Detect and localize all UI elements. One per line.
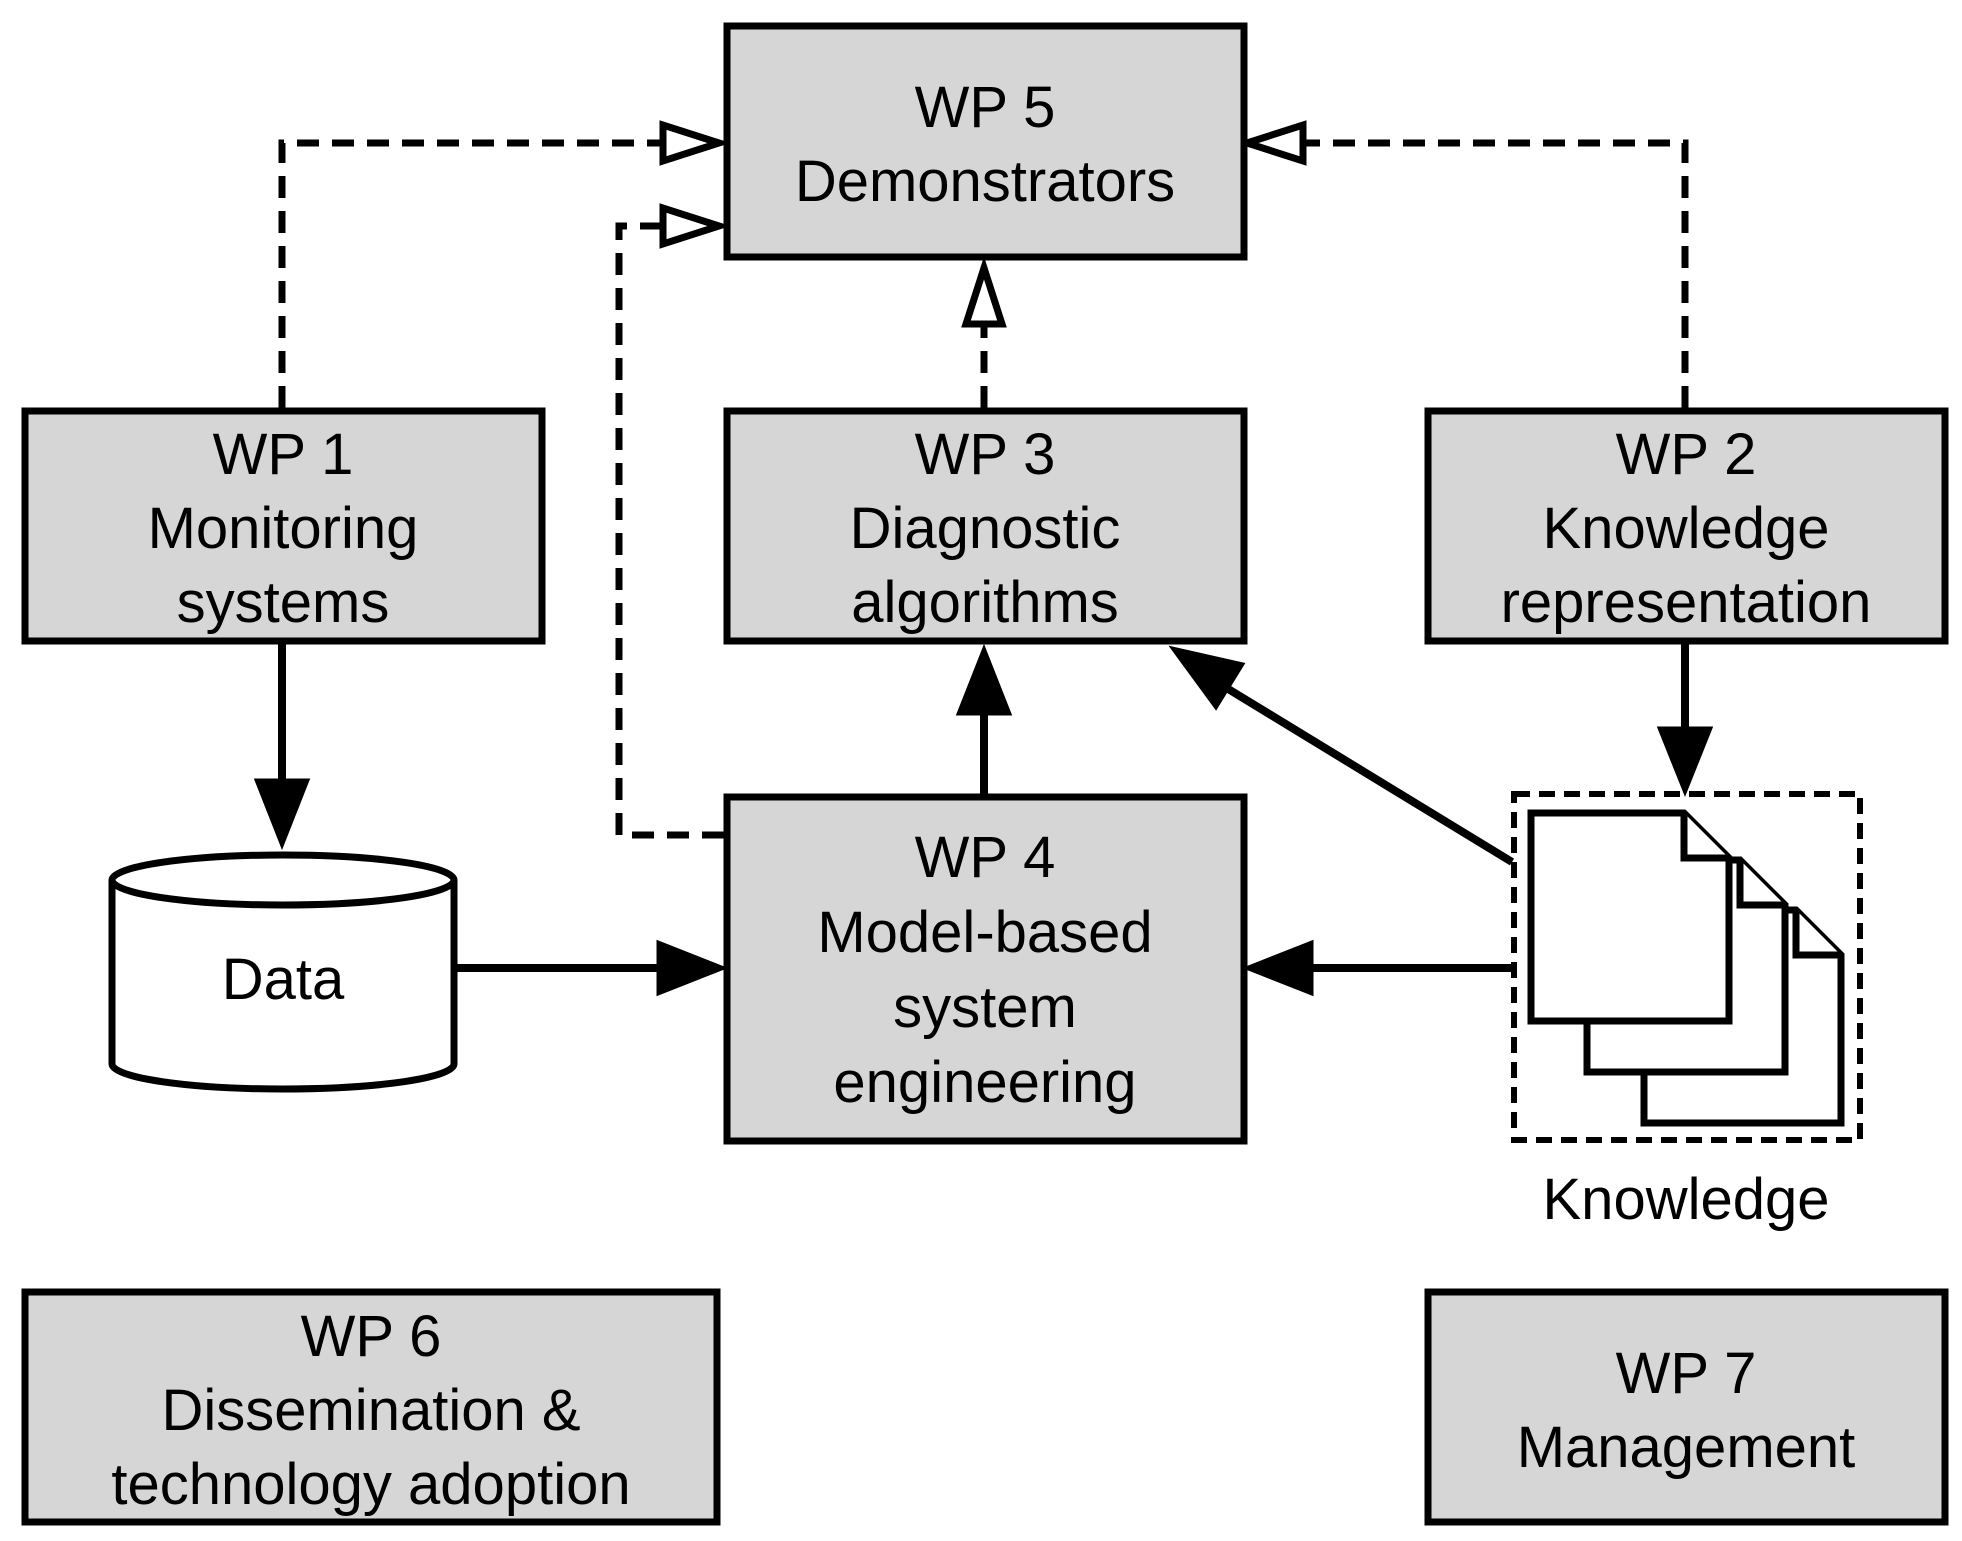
wp2-id: WP 2	[1616, 422, 1757, 487]
node-wp3: WP 3 Diagnostic algorithms	[723, 407, 1248, 645]
wp4-title-line2: system	[893, 975, 1077, 1040]
wp4-id: WP 4	[915, 825, 1056, 890]
arrowhead-wp2-knowledge	[1656, 726, 1714, 798]
arrowhead-wp1-wp5	[659, 120, 731, 166]
wp3-title-line2: algorithms	[851, 570, 1119, 635]
wp6-title-line2: technology adoption	[111, 1452, 630, 1517]
wp1-id: WP 1	[213, 422, 354, 487]
arrowhead-wp3-wp5	[961, 256, 1007, 328]
knowledge-label: Knowledge	[1543, 1167, 1830, 1232]
arrowhead-knowledge-wp3	[1168, 645, 1246, 711]
wp5-id: WP 5	[915, 75, 1056, 140]
arrowhead-wp1-data	[253, 778, 311, 851]
wp2-title-line1: Knowledge	[1543, 496, 1830, 561]
wp1-title-line1: Monitoring	[148, 496, 419, 561]
node-wp2: WP 2 Knowledge representation	[1424, 407, 1949, 645]
knowledge-boundary	[1511, 791, 1863, 1143]
wp1-title-line2: systems	[177, 570, 390, 635]
arrowhead-wp2-wp5	[1235, 120, 1307, 166]
wp3-id: WP 3	[915, 422, 1056, 487]
connectors	[253, 120, 1714, 997]
documents-icon	[1527, 809, 1845, 1127]
edge-wp2-wp5	[1301, 139, 1689, 408]
edge-wp1-wp5	[278, 139, 665, 408]
wp4-title-line1: Model-based	[817, 900, 1152, 965]
wp6-title-line1: Dissemination &	[161, 1378, 580, 1443]
database-icon	[108, 851, 458, 1093]
edge-wp4-wp5	[615, 222, 724, 839]
node-knowledge: Knowledge	[1511, 791, 1863, 1232]
wp3-title-line1: Diagnostic	[850, 496, 1121, 561]
node-wp4: WP 4 Model-based system engineering	[723, 793, 1248, 1145]
wp6-id: WP 6	[301, 1304, 442, 1369]
wp4-title-line3: engineering	[833, 1050, 1136, 1115]
arrowhead-wp4-wp5	[659, 203, 731, 249]
data-label: Data	[222, 947, 345, 1012]
wp7-title: Management	[1517, 1415, 1856, 1480]
node-wp7: WP 7 Management	[1424, 1288, 1949, 1526]
wp2-title-line2: representation	[1501, 570, 1872, 635]
node-wp1: WP 1 Monitoring systems	[21, 407, 546, 645]
arrowhead-wp4-wp3	[955, 643, 1013, 716]
node-data: Data	[108, 851, 458, 1093]
node-wp5: WP 5 Demonstrators	[723, 22, 1248, 261]
wp7-id: WP 7	[1616, 1341, 1757, 1406]
node-wp6: WP 6 Dissemination & technology adoption	[21, 1288, 721, 1526]
arrowhead-knowledge-wp4	[1241, 939, 1314, 997]
arrowhead-data-wp4	[656, 939, 729, 997]
wp5-title: Demonstrators	[795, 149, 1175, 214]
edge-knowledge-wp3	[1217, 680, 1515, 866]
